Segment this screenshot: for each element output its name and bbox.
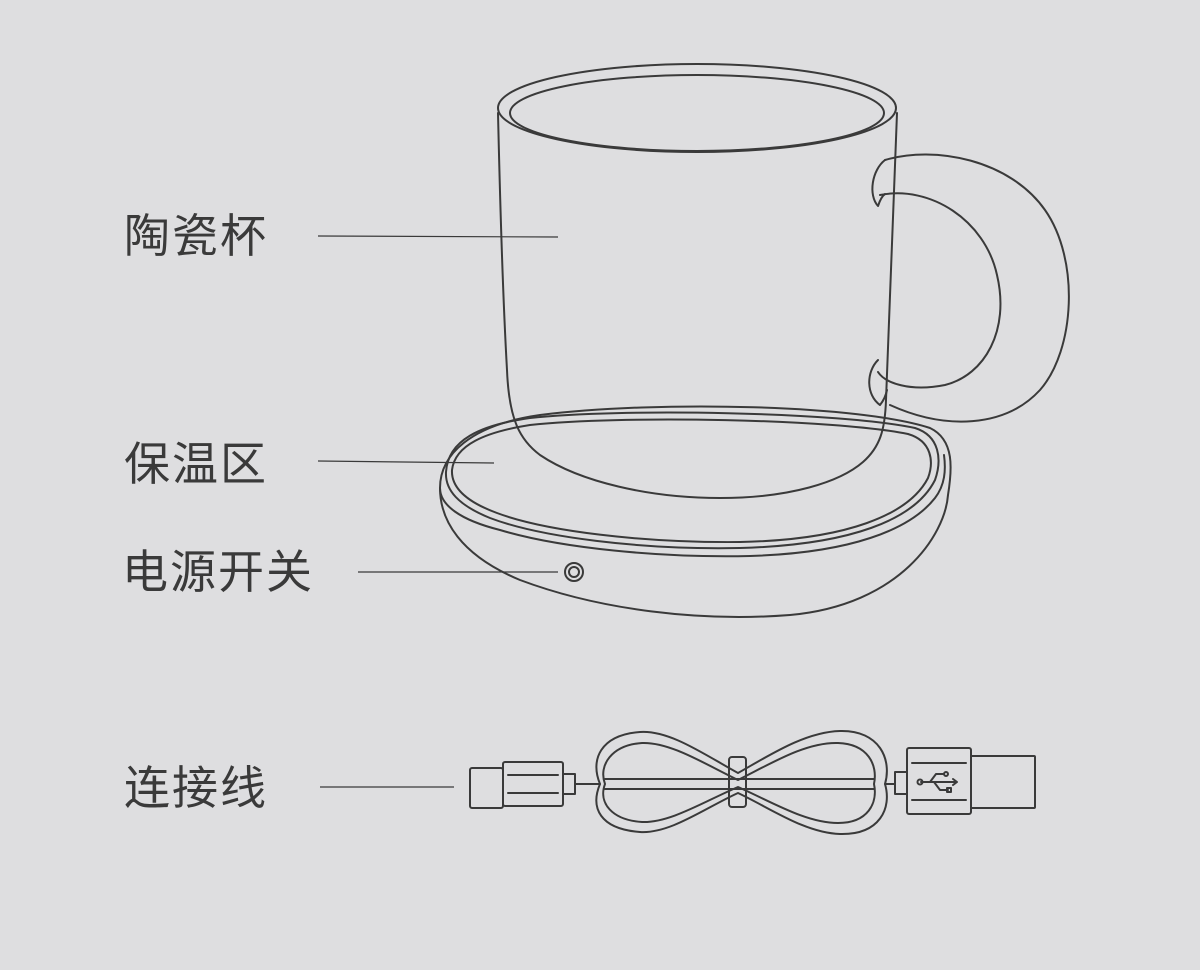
label-ceramic-cup: 陶瓷杯 [124,209,268,263]
leader-line-warming-zone [317,460,495,464]
leader-line-cup [317,235,559,238]
usb-a-plug [970,755,1036,809]
strain-relief-right [894,771,908,795]
usb-cable [469,729,1036,836]
power-switch-button [564,562,584,582]
label-warming-zone: 保温区 [124,437,268,491]
label-power-switch: 电源开关 [122,545,314,599]
warming-coaster [439,405,952,618]
cable-tie [728,756,747,808]
ceramic-mug [497,63,898,499]
type-c-housing [502,761,564,807]
type-c-plug [469,767,504,809]
strain-relief-left [562,773,576,795]
label-cable: 连接线 [124,761,268,815]
mug-handle [868,153,1070,423]
usb-icon [916,771,958,793]
